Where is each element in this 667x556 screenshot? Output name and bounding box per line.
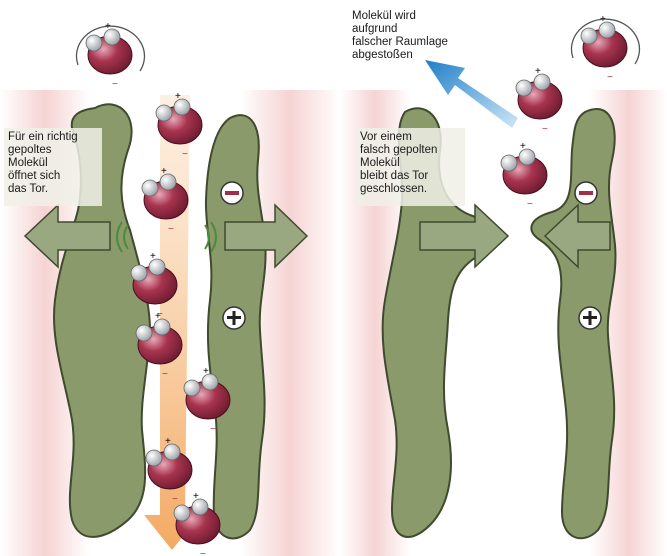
partial-charge-minus: −: [172, 494, 178, 505]
rejection-arrow: [425, 60, 518, 128]
caption-open-line-3: Molekül: [8, 157, 78, 170]
water-molecule: +−: [86, 21, 132, 90]
caption-rejected-line-4: abgestoßen: [352, 49, 448, 62]
caption-rejected-line-2: aufgrund: [352, 23, 448, 36]
charge-plus-right: [579, 307, 601, 329]
caption-rejected-line-3: falscher Raumlage: [352, 36, 448, 49]
partial-charge-plus: +: [155, 311, 161, 322]
caption-closed-line-4: bleibt das Tor: [360, 170, 437, 183]
caption-closed-line-3: Molekül: [360, 157, 437, 170]
partial-charge-minus: −: [607, 72, 613, 83]
water-molecule: +−: [581, 14, 627, 83]
partial-charge-plus: +: [193, 491, 199, 502]
partial-charge-plus: +: [203, 366, 209, 377]
water-molecule: +−: [501, 141, 547, 210]
partial-charge-plus: +: [161, 166, 167, 177]
partial-charge-plus: +: [520, 141, 526, 152]
partial-charge-plus: +: [165, 436, 171, 447]
charge-minus-left: [221, 182, 243, 204]
caption-closed-gate: Vor einem falsch gepolten Molekül bleibt…: [360, 131, 437, 196]
partial-charge-minus: −: [112, 79, 118, 90]
caption-open-line-5: das Tor.: [8, 183, 78, 196]
partial-charge-minus: −: [168, 224, 174, 235]
charge-plus-left: [223, 307, 245, 329]
partial-charge-plus: +: [150, 251, 156, 262]
partial-charge-minus: −: [200, 549, 206, 556]
partial-charge-plus: +: [535, 66, 541, 77]
charge-minus-right: [575, 182, 597, 204]
caption-closed-line-5: geschlossen.: [360, 183, 437, 196]
partial-charge-plus: +: [175, 91, 181, 102]
partial-charge-minus: −: [182, 149, 188, 160]
caption-open-line-4: öffnet sich: [8, 170, 78, 183]
caption-closed-line-2: falsch gepolten: [360, 144, 437, 157]
partial-charge-minus: −: [162, 369, 168, 380]
caption-open-gate: Für ein richtig gepoltes Molekül öffnet …: [8, 131, 78, 196]
caption-open-line-2: gepoltes: [8, 144, 78, 157]
partial-charge-minus: −: [527, 199, 533, 210]
partial-charge-minus: −: [542, 124, 548, 135]
caption-open-line-1: Für ein richtig: [8, 131, 78, 144]
water-molecule: +−: [516, 66, 562, 135]
caption-rejected-line-1: Molekül wird: [352, 10, 448, 23]
caption-rejected-molecule: Molekül wird aufgrund falscher Raumlage …: [352, 10, 448, 62]
caption-closed-line-1: Vor einem: [360, 131, 437, 144]
partial-charge-minus: −: [210, 424, 216, 435]
